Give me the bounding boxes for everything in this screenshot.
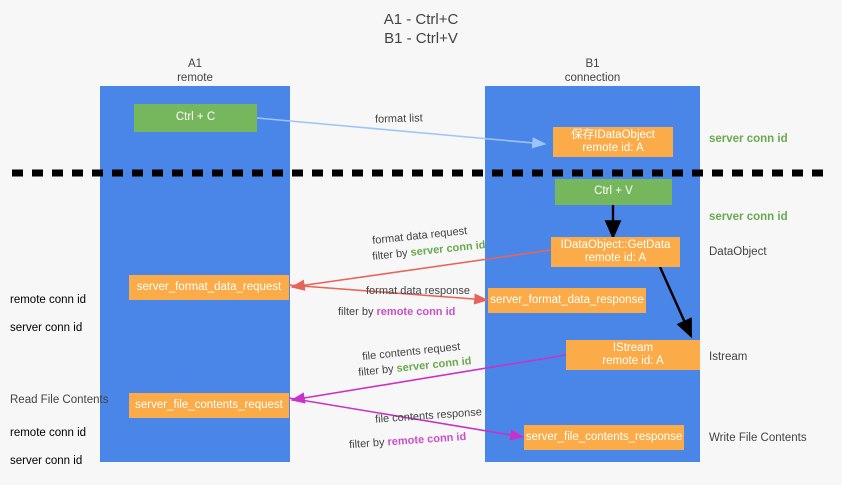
node-server-format-data-response-label: server_format_data_response <box>490 293 644 306</box>
side-label-remote-conn-id-mid: remote conn id <box>10 294 87 306</box>
node-istream[interactable]: IStream remote id: A <box>566 340 700 370</box>
node-ctrl-c[interactable]: Ctrl + C <box>134 104 257 132</box>
side-label-conn-ids-bottom: remote conn id server conn id <box>10 412 86 468</box>
node-getdata[interactable]: IDataObject::GetData remote id: A <box>551 237 680 267</box>
side-label-dataobject: DataObject <box>709 246 767 258</box>
side-label-server-conn-id-mid: server conn id <box>709 211 788 223</box>
side-label-server-conn-id-top: server conn id <box>709 133 788 145</box>
side-label-conn-ids-mid: remote conn id server conn id <box>10 279 86 335</box>
column-b1-heading: B1 connection <box>564 58 621 84</box>
side-label-istream: Istream <box>709 351 748 363</box>
node-getdata-line1: IDataObject::GetData <box>560 238 671 251</box>
node-server-format-data-request-label: server_format_data_request <box>136 280 282 293</box>
column-a1-heading: A1 remote <box>177 58 213 84</box>
side-label-remote-conn-id-bottom: remote conn id <box>10 427 87 439</box>
node-server-format-data-response[interactable]: server_format_data_response <box>488 288 646 313</box>
node-server-file-contents-request-label: server_file_contents_request <box>135 398 283 411</box>
side-label-server-conn-id-left-mid: server conn id <box>10 322 83 334</box>
node-save-idataobject-line2: remote id: A <box>582 142 644 154</box>
node-server-file-contents-response[interactable]: server_file_contents_response <box>524 425 684 450</box>
side-label-write-file-contents: Write File Contents <box>709 432 807 444</box>
diagram-title: A1 - Ctrl+C B1 - Ctrl+V <box>383 11 459 47</box>
node-ctrl-c-label: Ctrl + C <box>175 111 216 124</box>
label-filter-prefix-4: filter by <box>348 436 388 452</box>
label-file-contents-response-filter: filter by remote conn id <box>349 430 467 452</box>
node-save-idataobject-line1: 保存IDataObject <box>571 128 655 141</box>
node-server-file-contents-request[interactable]: server_file_contents_request <box>129 393 289 418</box>
side-label-server-conn-id-left-bottom: server conn id <box>10 455 83 467</box>
node-server-file-contents-response-label: server_file_contents_response <box>525 430 683 443</box>
label-filter-prefix-3: filter by <box>357 362 398 379</box>
node-server-format-data-request[interactable]: server_format_data_request <box>129 275 289 300</box>
node-getdata-line2: remote id: A <box>584 252 647 264</box>
label-filter-prefix-1: filter by <box>371 246 412 263</box>
label-format-data-response-filter: filter by remote conn id <box>338 305 455 319</box>
label-filter-key-remote-1: remote conn id <box>376 306 456 318</box>
node-istream-line1: IStream <box>612 341 654 354</box>
label-format-data-response: format data response <box>366 285 470 297</box>
label-filter-prefix-2: filter by <box>338 306 377 318</box>
node-ctrl-v[interactable]: Ctrl + V <box>555 179 672 205</box>
label-file-contents-response: file contents response <box>374 406 483 426</box>
label-format-list: format list <box>374 112 423 126</box>
node-save-idataobject[interactable]: 保存IDataObject remote id: A <box>553 127 673 157</box>
node-istream-line2: remote id: A <box>602 355 664 367</box>
side-label-read-file-contents: Read File Contents <box>10 394 109 406</box>
label-filter-key-remote-2: remote conn id <box>387 430 467 449</box>
node-ctrl-v-label: Ctrl + V <box>594 185 633 198</box>
